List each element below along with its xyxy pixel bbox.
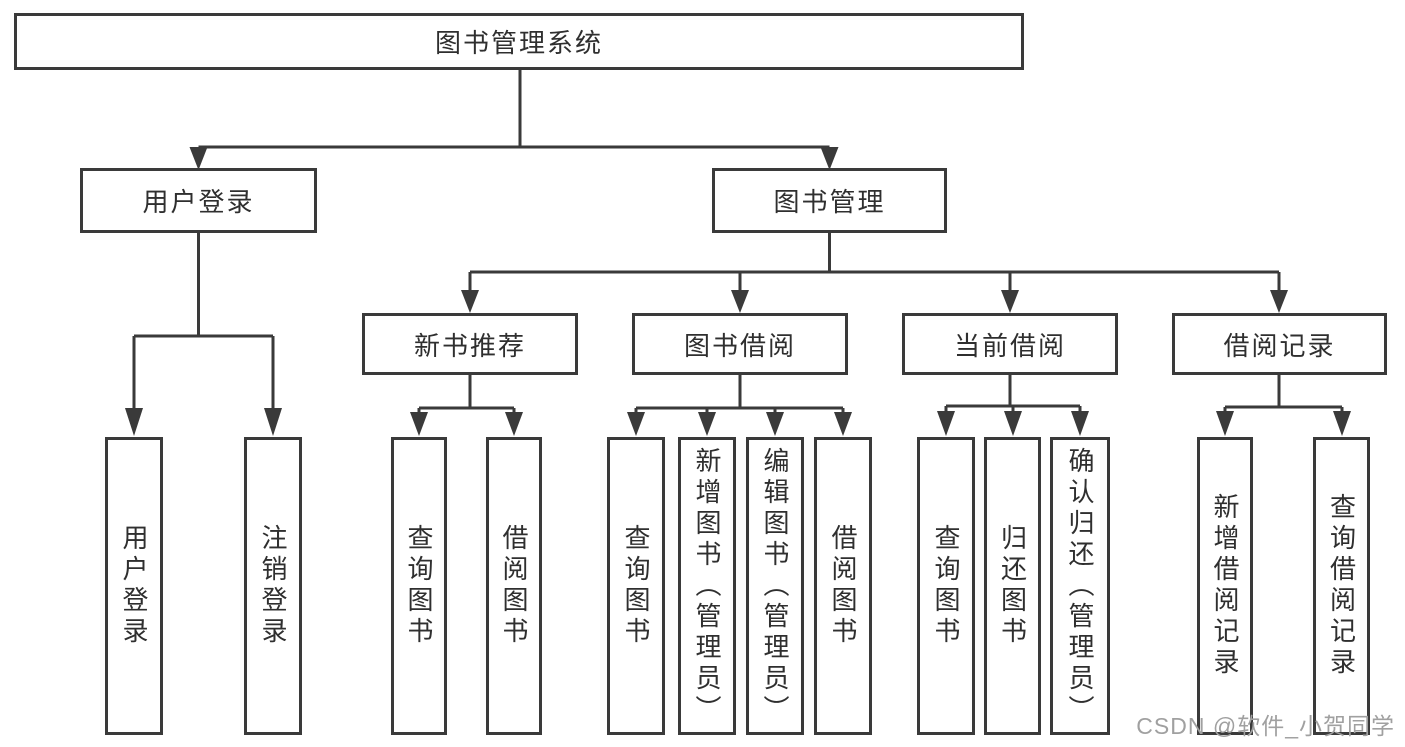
arrowhead (1001, 290, 1019, 313)
leaf-label: 查询借阅记录 (1326, 493, 1357, 679)
arrowhead (264, 408, 282, 436)
arrowhead (125, 408, 143, 436)
arrowhead (410, 412, 428, 436)
arrowhead (627, 412, 645, 436)
leaf-label: 用户登录 (119, 524, 149, 648)
leaf-label: 借阅图书 (828, 524, 858, 648)
arrowhead (1004, 411, 1022, 436)
leaf-label: 归还图书 (997, 524, 1028, 648)
leaf-label: 注销登录 (258, 524, 288, 648)
arrowhead (937, 411, 955, 436)
leaf-label: 借阅图书 (499, 524, 529, 648)
arrowhead (1216, 411, 1234, 436)
node-label: 新书推荐 (413, 330, 526, 361)
node-new-book-recommend: 新书推荐 (362, 313, 578, 375)
node-label: 图书管理 (773, 187, 886, 217)
leaf-borrow-add-book-admin: 新增图书（管理员） (678, 437, 736, 735)
node-current-borrowing: 当前借阅 (902, 313, 1118, 375)
csdn-watermark: CSDN @软件_小贺同学 (1136, 713, 1395, 739)
arrowhead (189, 147, 208, 170)
leaf-borrow-query-book: 查询图书 (607, 437, 665, 735)
leaf-newbook-query-book: 查询图书 (391, 437, 447, 735)
leaf-label: 新增借阅记录 (1210, 493, 1240, 679)
leaf-newbook-borrow-book: 借阅图书 (486, 437, 542, 735)
arrowhead (461, 290, 479, 313)
edge-borrow-drops (634, 408, 845, 414)
leaf-label: 编辑图书（管理员） (760, 446, 790, 726)
leaf-label: 确认归还（管理员） (1065, 446, 1095, 726)
leaf-user-login: 用户登录 (105, 437, 163, 735)
node-user-login: 用户登录 (80, 168, 317, 233)
leaf-label: 查询图书 (931, 524, 961, 648)
leaf-label: 新增图书（管理员） (692, 446, 722, 726)
node-label: 图书管理系统 (434, 28, 603, 58)
arrowhead (1270, 290, 1288, 313)
arrowhead (1071, 411, 1089, 436)
edge-mgmt-drops (468, 272, 1281, 292)
leaf-label: 查询图书 (404, 524, 434, 648)
leaf-records-add-record: 新增借阅记录 (1197, 437, 1253, 735)
arrowhead (834, 412, 852, 436)
edge-login-drops (132, 336, 275, 410)
node-book-borrowing: 图书借阅 (632, 313, 848, 375)
node-label: 用户登录 (142, 187, 255, 217)
leaf-current-confirm-return-admin: 确认归还（管理员） (1050, 437, 1110, 735)
leaf-label: 查询图书 (621, 524, 651, 648)
node-label: 当前借阅 (953, 330, 1066, 361)
leaf-current-return-book: 归还图书 (984, 437, 1041, 735)
arrowhead (698, 412, 716, 436)
node-book-management: 图书管理 (712, 168, 947, 233)
arrowhead (1333, 411, 1351, 436)
arrowhead (731, 290, 749, 313)
arrowhead (820, 147, 839, 170)
arrowhead (766, 412, 784, 436)
leaf-records-query-record: 查询借阅记录 (1313, 437, 1370, 735)
node-borrowing-records: 借阅记录 (1172, 313, 1387, 375)
leaf-borrow-edit-book-admin: 编辑图书（管理员） (746, 437, 804, 735)
node-label: 图书借阅 (683, 330, 796, 361)
leaf-current-query-book: 查询图书 (917, 437, 975, 735)
arrowhead (505, 412, 523, 436)
node-label: 借阅记录 (1223, 330, 1336, 361)
leaf-borrow-borrow-book: 借阅图书 (814, 437, 872, 735)
leaf-logout: 注销登录 (244, 437, 302, 735)
node-root-system: 图书管理系统 (14, 13, 1024, 70)
